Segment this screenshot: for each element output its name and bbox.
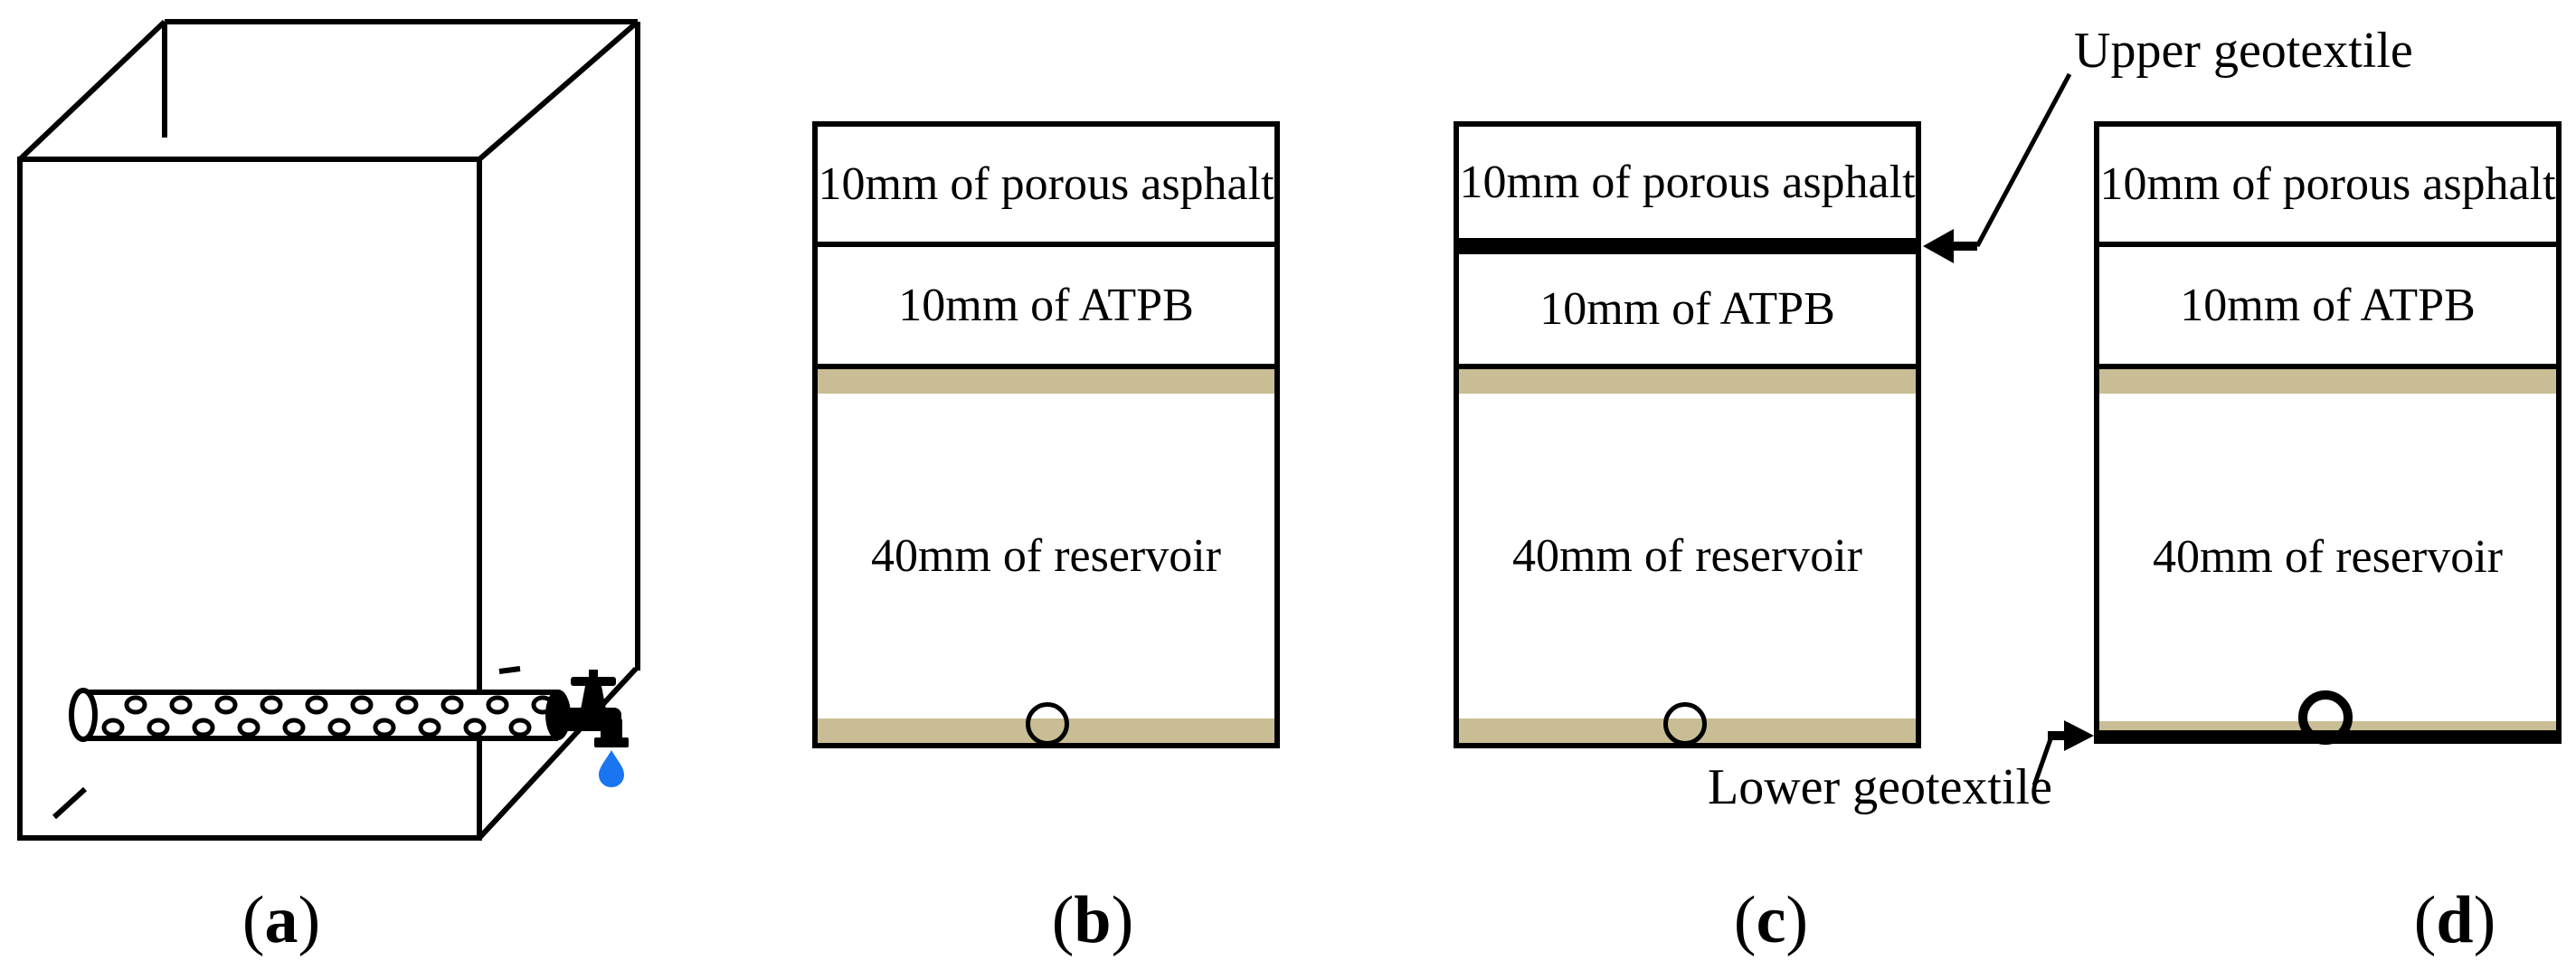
layer-porous-asphalt-label: 10mm of porous asphalt bbox=[2099, 157, 2556, 210]
layer-porous-asphalt-label: 10mm of porous asphalt bbox=[1459, 156, 1916, 208]
panel-d-pavement-section: 10mm of porous asphalt 10mm of ATPB 40mm… bbox=[2094, 121, 2562, 745]
glass-box-outline bbox=[17, 19, 640, 841]
layer-atpb-label: 10mm of ATPB bbox=[1539, 282, 1835, 335]
panel-b-letter: (b) bbox=[1051, 883, 1134, 957]
layer-divider bbox=[818, 242, 1274, 247]
layer-reservoir: 40mm of reservoir bbox=[2099, 394, 2556, 721]
panel-b-pavement-section: 10mm of porous asphalt 10mm of ATPB 40mm… bbox=[812, 121, 1280, 748]
drain-outlet-circle bbox=[1663, 702, 1707, 746]
sand-band bbox=[818, 369, 1274, 394]
layer-divider bbox=[2099, 364, 2556, 369]
pipe-open-end bbox=[69, 688, 98, 742]
layer-atpb-label: 10mm of ATPB bbox=[898, 279, 1194, 331]
layer-reservoir: 40mm of reservoir bbox=[1459, 394, 1916, 718]
lower-geotextile-arrowhead bbox=[2064, 720, 2094, 751]
layer-divider bbox=[2099, 242, 2556, 247]
layer-atpb-label: 10mm of ATPB bbox=[2180, 279, 2476, 331]
layer-porous-asphalt: 10mm of porous asphalt bbox=[1459, 127, 1916, 238]
upper-geotextile-band bbox=[1459, 238, 1916, 254]
layer-reservoir-label: 40mm of reservoir bbox=[2152, 531, 2503, 583]
panel-c-letter: (c) bbox=[1733, 883, 1809, 957]
upper-geotextile-label: Upper geotextile bbox=[2074, 23, 2413, 79]
layer-divider bbox=[1459, 364, 1916, 369]
layer-atpb: 10mm of ATPB bbox=[1459, 254, 1916, 364]
lower-geotextile-label: Lower geotextile bbox=[1708, 759, 2052, 815]
drain-outlet-circle bbox=[1026, 702, 1069, 746]
layer-divider bbox=[818, 364, 1274, 369]
drain-outlet-ring bbox=[2298, 690, 2353, 745]
sand-band bbox=[2099, 369, 2556, 394]
faucet-icon bbox=[556, 670, 629, 747]
apparatus-box-illustration bbox=[17, 19, 640, 841]
panel-c-pavement-section: 10mm of porous asphalt 10mm of ATPB 40mm… bbox=[1454, 121, 1921, 748]
panel-a-letter: (a) bbox=[242, 883, 321, 957]
layer-reservoir-label: 40mm of reservoir bbox=[1511, 529, 1862, 582]
layer-porous-asphalt: 10mm of porous asphalt bbox=[2099, 127, 2556, 242]
panel-d-letter: (d) bbox=[2413, 883, 2496, 957]
upper-geotextile-arrowhead bbox=[1923, 229, 1954, 263]
perforated-pipe bbox=[69, 688, 571, 742]
layer-reservoir: 40mm of reservoir bbox=[818, 394, 1274, 718]
sand-band bbox=[1459, 369, 1916, 394]
upper-geotextile-leader bbox=[1923, 72, 2072, 263]
layer-atpb: 10mm of ATPB bbox=[2099, 247, 2556, 364]
layer-atpb: 10mm of ATPB bbox=[818, 247, 1274, 364]
pipe-holes bbox=[101, 695, 554, 737]
layer-porous-asphalt: 10mm of porous asphalt bbox=[818, 127, 1274, 242]
water-drop-icon bbox=[599, 750, 624, 787]
layer-reservoir-label: 40mm of reservoir bbox=[870, 529, 1221, 582]
layer-porous-asphalt-label: 10mm of porous asphalt bbox=[818, 157, 1274, 210]
